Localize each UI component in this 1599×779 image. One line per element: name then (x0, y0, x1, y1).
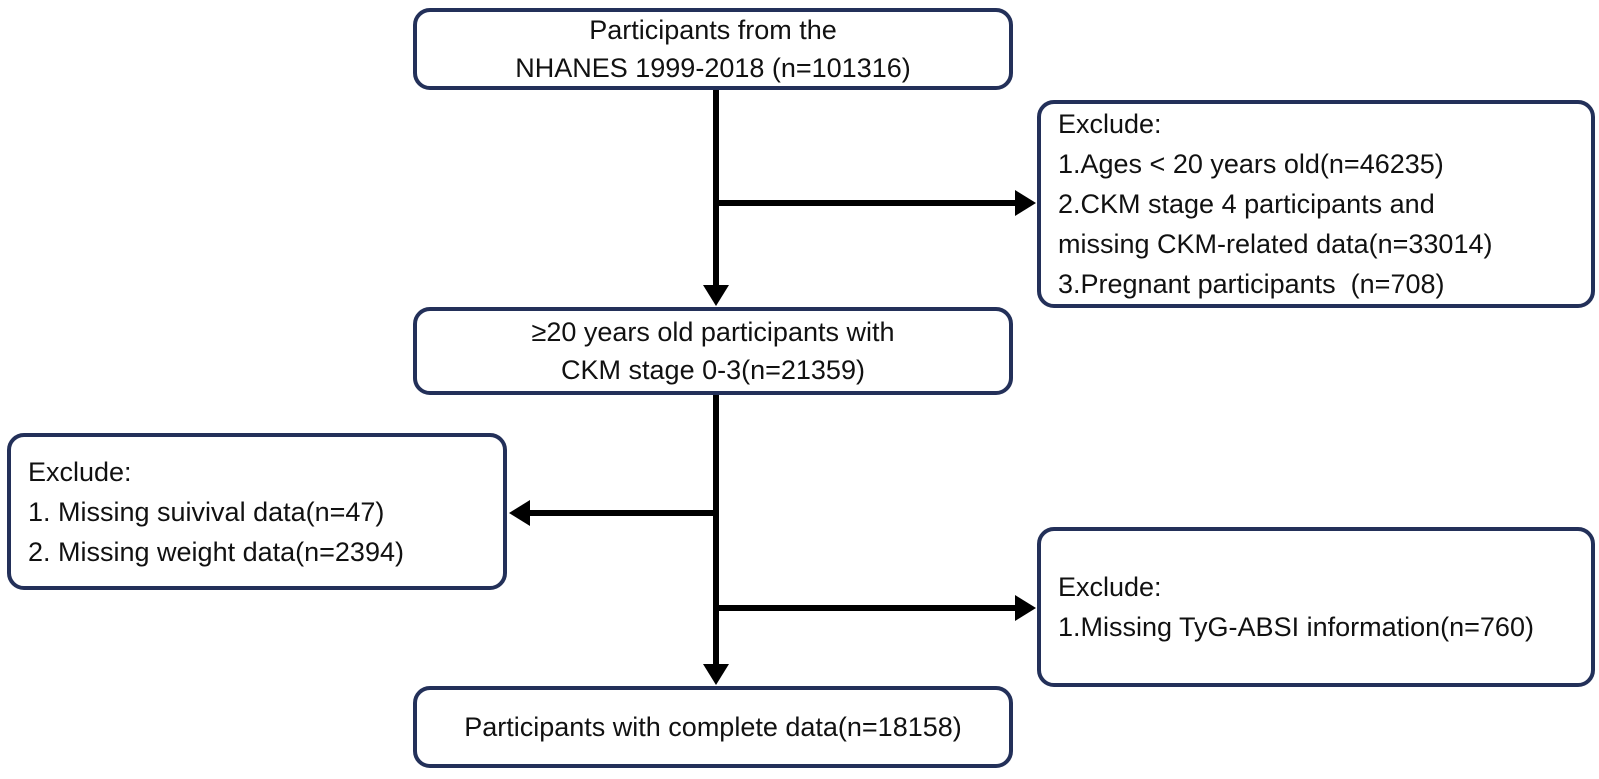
arrow-top-to-middle (703, 90, 729, 306)
box-participants-source-line-1: Participants from the (589, 15, 837, 45)
exclude-3-header: Exclude: (1058, 572, 1162, 602)
box-eligible-line-2: CKM stage 0-3(n=21359) (561, 355, 865, 385)
box-complete-data: Participants with complete data(n=18158) (413, 686, 1013, 768)
box-exclude-survival-weight: Exclude: 1. Missing suivival data(n=47) … (7, 433, 507, 590)
exclude-1-item-pregnant: 3.Pregnant participants (n=708) (1058, 269, 1445, 299)
box-participants-source-line-2: NHANES 1999-2018 (n=101316) (515, 53, 911, 83)
arrow-top-to-middle-head (703, 285, 729, 306)
box-participants-source: Participants from the NHANES 1999-2018 (… (413, 8, 1013, 90)
box-exclude-tyg-absi: Exclude: 1.Missing TyG-ABSI information(… (1037, 527, 1595, 687)
exclude-1-item-ckm-b: missing CKM-related data(n=33014) (1058, 229, 1493, 259)
box-exclude-age-ckm-pregnant: Exclude: 1.Ages < 20 years old(n=46235) … (1037, 100, 1595, 308)
arrow-middle-to-bottom-head (703, 664, 729, 685)
exclude-1-item-ages: 1.Ages < 20 years old(n=46235) (1058, 149, 1444, 179)
box-complete-data-line-1: Participants with complete data(n=18158) (464, 712, 962, 742)
exclude-1-item-ckm-a: 2.CKM stage 4 participants and (1058, 189, 1435, 219)
exclude-1-header: Exclude: (1058, 109, 1162, 139)
exclude-3-item-tyg-absi: 1.Missing TyG-ABSI information(n=760) (1058, 612, 1534, 642)
arrow-exclude-right-1-head (1015, 190, 1036, 216)
exclude-2-item-survival: 1. Missing suivival data(n=47) (28, 496, 385, 527)
arrow-branch-to-exclude-right-2 (713, 595, 1036, 621)
arrow-exclude-right-2-head (1015, 595, 1036, 621)
box-eligible-line-1: ≥20 years old participants with (531, 317, 895, 347)
box-eligible-participants: ≥20 years old participants with CKM stag… (413, 307, 1013, 395)
exclude-2-header: Exclude: (28, 456, 132, 487)
exclude-2-item-weight: 2. Missing weight data(n=2394) (28, 536, 404, 567)
arrow-branch-to-exclude-right-1 (713, 190, 1036, 216)
arrow-branch-to-exclude-left (509, 500, 719, 526)
arrow-exclude-left-head (509, 500, 530, 526)
arrow-middle-to-bottom (703, 395, 729, 685)
